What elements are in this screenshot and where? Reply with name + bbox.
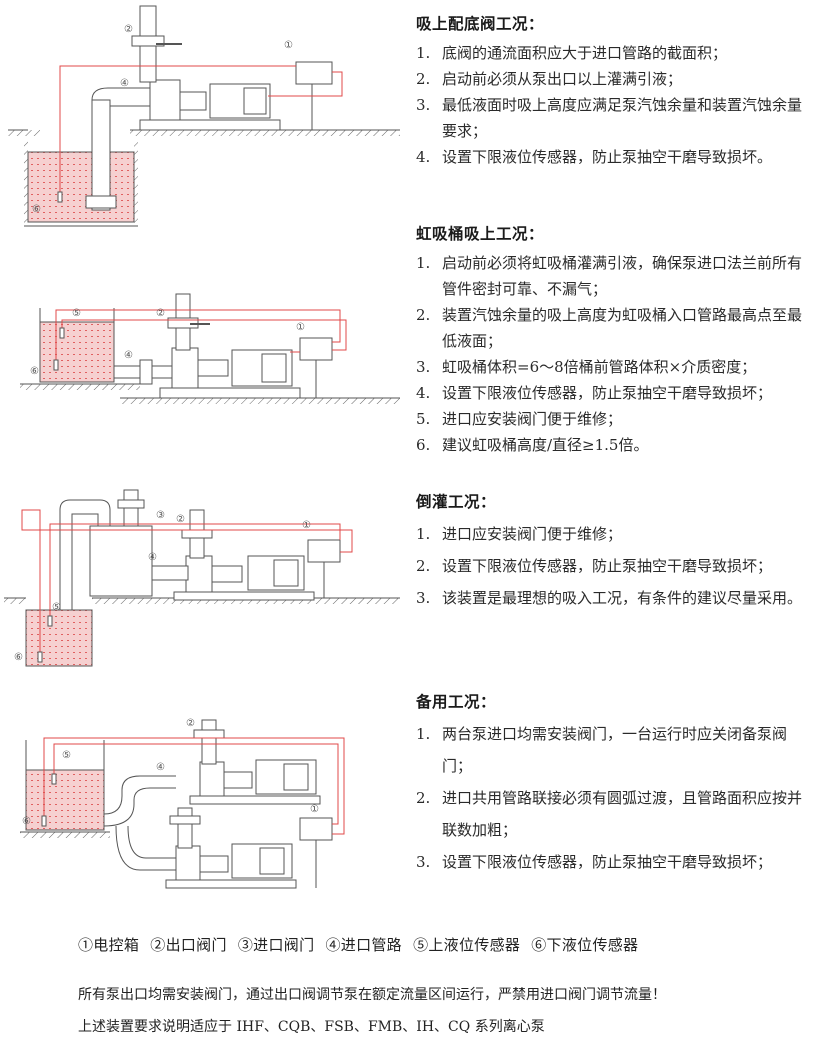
label-high-sensor: ⑤ bbox=[62, 750, 71, 761]
diagram-foot-valve-suction: ② ① ④ ⑥ bbox=[0, 0, 400, 230]
label-low-sensor: ⑥ bbox=[14, 652, 23, 663]
legend-item-outlet-valve: ②出口阀门 bbox=[150, 936, 227, 954]
label-inlet-pipe: ④ bbox=[120, 78, 129, 89]
label-control-box: ① bbox=[302, 520, 311, 531]
label-low-sensor: ⑥ bbox=[30, 366, 39, 377]
label-control-box: ① bbox=[296, 322, 305, 333]
legend-item-inlet-pipe: ④进口管路 bbox=[325, 936, 402, 954]
section-foot-valve: 吸上配底阀工况： 1.底阀的通流面积应大于进口管路的截面积； 2.启动前必须从泵… bbox=[416, 12, 808, 170]
section-title: 虹吸桶吸上工况： bbox=[416, 225, 545, 243]
note-applicable-series: 上述装置要求说明适应于 IHF、CQB、FSB、FMB、IH、CQ 系列离心泵 bbox=[78, 1019, 545, 1035]
label-inlet-pipe: ④ bbox=[124, 350, 133, 361]
section-standby: 备用工况： 1.两台泵进口均需安装阀门，一台运行时应关闭备泵阀门； 2.进口共用… bbox=[416, 690, 808, 878]
label-low-sensor: ⑥ bbox=[22, 816, 31, 827]
label-outlet-valve: ② bbox=[176, 514, 185, 525]
label-high-sensor: ⑤ bbox=[72, 308, 81, 319]
item-list: 1.启动前必须将虹吸桶灌满引液，确保泵进口法兰前所有管件密封可靠、不漏气； 2.… bbox=[416, 250, 808, 458]
section-flooded: 倒灌工况： 1.进口应安装阀门便于维修； 2.设置下限液位传感器，防止泵抽空干磨… bbox=[416, 490, 808, 614]
label-control-box: ① bbox=[284, 40, 293, 51]
list-item: 1.启动前必须将虹吸桶灌满引液，确保泵进口法兰前所有管件密封可靠、不漏气； bbox=[416, 254, 803, 298]
list-item: 2.进口共用管路联接必须有圆弧过渡，且管路面积应按并联数加粗； bbox=[416, 789, 803, 839]
note-valve-warning: 所有泵出口均需安装阀门，通过出口阀调节泵在额定流量区间运行，严禁用进口阀门调节流… bbox=[78, 987, 666, 1003]
legend-item-low-sensor: ⑥下液位传感器 bbox=[531, 936, 639, 954]
legend-item-control-box: ①电控箱 bbox=[78, 936, 140, 954]
item-list: 1.两台泵进口均需安装阀门，一台运行时应关闭备泵阀门； 2.进口共用管路联接必须… bbox=[416, 718, 808, 878]
list-item: 4.设置下限液位传感器，防止泵抽空干磨导致损坏。 bbox=[416, 148, 773, 166]
label-inlet-valve: ③ bbox=[156, 510, 165, 521]
label-outlet-valve: ② bbox=[156, 308, 165, 319]
diagram-siphon-tank: ⑤ ② ① ④ ⑥ bbox=[0, 280, 400, 425]
label-control-box: ① bbox=[310, 804, 319, 815]
label-outlet-valve: ② bbox=[124, 24, 133, 35]
item-list: 1.进口应安装阀门便于维修； 2.设置下限液位传感器，防止泵抽空干磨导致损坏； … bbox=[416, 518, 808, 614]
list-item: 1.两台泵进口均需安装阀门，一台运行时应关闭备泵阀门； bbox=[416, 725, 788, 775]
label-inlet-pipe: ④ bbox=[156, 762, 165, 773]
legend: ①电控箱 ②出口阀门 ③进口阀门 ④进口管路 ⑤上液位传感器 ⑥下液位传感器 bbox=[78, 934, 644, 955]
list-item: 2.启动前必须从泵出口以上灌满引液； bbox=[416, 70, 683, 88]
label-outlet-valve: ② bbox=[186, 718, 195, 729]
label-high-sensor: ⑤ bbox=[52, 602, 61, 613]
list-item: 3.最低液面时吸上高度应满足泵汽蚀余量和装置汽蚀余量要求； bbox=[416, 96, 803, 140]
list-item: 1.进口应安装阀门便于维修； bbox=[416, 525, 623, 543]
legend-item-high-sensor: ⑤上液位传感器 bbox=[413, 936, 521, 954]
list-item: 6.建议虹吸桶高度/直径≥1.5倍。 bbox=[416, 436, 649, 454]
diagram-flooded-suction: ③ ② ① ④ ⑤ ⑥ bbox=[0, 470, 400, 670]
section-siphon: 虹吸桶吸上工况： 1.启动前必须将虹吸桶灌满引液，确保泵进口法兰前所有管件密封可… bbox=[416, 222, 808, 458]
list-item: 5.进口应安装阀门便于维修； bbox=[416, 410, 623, 428]
legend-item-inlet-valve: ③进口阀门 bbox=[237, 936, 315, 954]
list-item: 3.该装置是最理想的吸入工况，有条件的建议尽量采用。 bbox=[416, 589, 803, 607]
section-title: 备用工况： bbox=[416, 693, 497, 711]
list-item: 3.虹吸桶体积=6～8倍桶前管路体积×介质密度； bbox=[416, 358, 757, 376]
list-item: 3.设置下限液位传感器，防止泵抽空干磨导致损坏； bbox=[416, 853, 773, 871]
list-item: 2.设置下限液位传感器，防止泵抽空干磨导致损坏； bbox=[416, 557, 773, 575]
list-item: 4.设置下限液位传感器，防止泵抽空干磨导致损坏； bbox=[416, 384, 773, 402]
label-low-sensor: ⑥ bbox=[32, 204, 41, 215]
diagram-standby-pumps: ② ⑤ ④ ① ⑥ bbox=[0, 700, 400, 890]
list-item: 1.底阀的通流面积应大于进口管路的截面积； bbox=[416, 44, 728, 62]
list-item: 2.装置汽蚀余量的吸上高度为虹吸桶入口管路最高点至最低液面； bbox=[416, 306, 803, 350]
item-list: 1.底阀的通流面积应大于进口管路的截面积； 2.启动前必须从泵出口以上灌满引液；… bbox=[416, 40, 808, 170]
section-title: 倒灌工况： bbox=[416, 493, 497, 511]
label-inlet-pipe: ④ bbox=[148, 552, 157, 563]
section-title: 吸上配底阀工况： bbox=[416, 15, 545, 33]
